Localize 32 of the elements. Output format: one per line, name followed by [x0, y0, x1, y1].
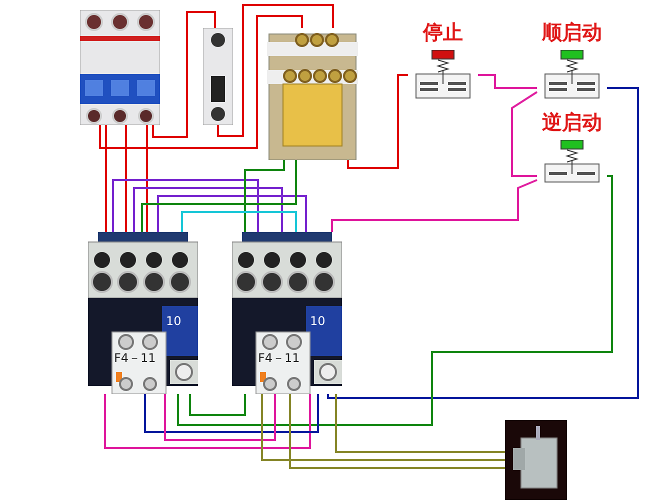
wire [289, 394, 505, 469]
button-label: 停止 [422, 20, 464, 44]
wire [181, 211, 297, 232]
wire [331, 179, 538, 232]
wire [189, 394, 246, 416]
wire [511, 91, 538, 177]
wire [335, 394, 505, 453]
wire [177, 175, 613, 426]
wire [261, 394, 505, 461]
wire [112, 179, 259, 232]
wire [99, 15, 303, 149]
wire [104, 394, 311, 449]
wire [347, 74, 408, 169]
wire [125, 125, 127, 232]
wire [105, 125, 107, 232]
wire [157, 195, 307, 232]
wire [164, 394, 276, 441]
wire [244, 160, 285, 232]
button-label: 逆启动 [541, 110, 603, 134]
wire [152, 11, 216, 138]
wire [144, 394, 319, 433]
button-label: 顺启动 [540, 20, 603, 44]
model-label: F4－11 [114, 350, 156, 367]
rating-label: 10 [310, 314, 326, 328]
wire [133, 187, 283, 232]
wire [146, 125, 148, 232]
model-label: F4－11 [258, 350, 300, 367]
wire [141, 160, 297, 232]
rating-label: 10 [166, 314, 182, 328]
wire [217, 4, 334, 137]
wire [478, 74, 537, 89]
wire [327, 87, 639, 399]
